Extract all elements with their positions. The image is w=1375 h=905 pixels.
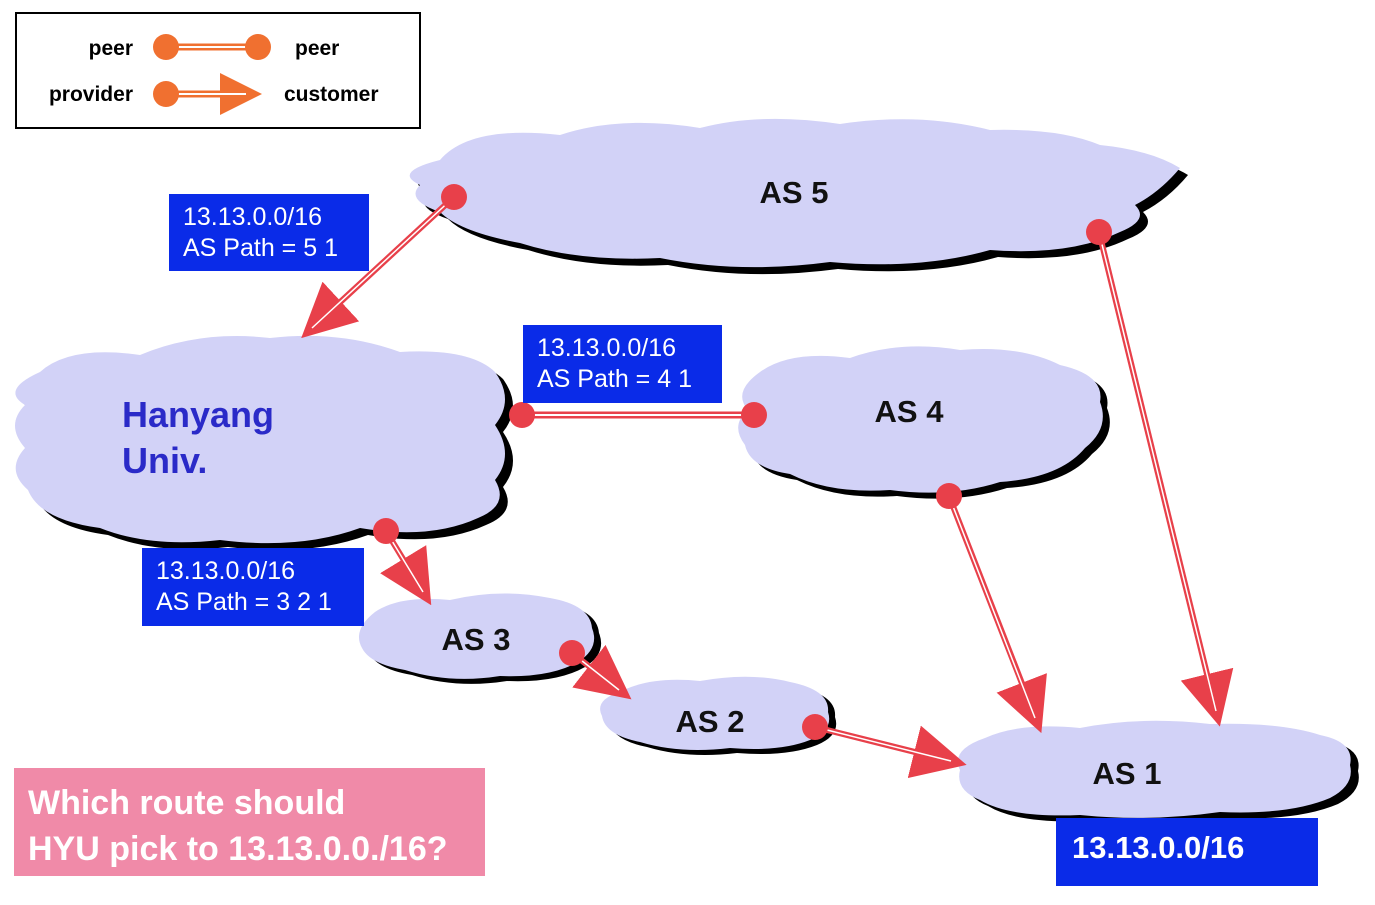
route-path: AS Path = 5 1 [183,234,338,262]
dot-as5-right [1086,219,1112,245]
dot-as5-left [441,184,467,210]
dot-as4-bottom [936,483,962,509]
question-box: Which route should HYU pick to 13.13.0.0… [14,768,485,876]
dot-hyu-bottom [373,518,399,544]
cloud-as3 [358,593,602,684]
label-as3: AS 3 [442,622,511,657]
route-prefix: 13.13.0.0/16 [156,557,296,585]
cloud-as2 [600,676,837,755]
route-prefix: 13.13.0.0/16 [183,203,323,231]
cloud-hyu [15,335,513,551]
route-path: AS Path = 4 1 [537,365,692,393]
dot-as3-right [559,640,585,666]
origin-prefix-box: 13.13.0.0/16 [1056,818,1318,886]
legend-peer-dot-right [245,34,271,60]
label-as2: AS 2 [676,704,745,739]
legend: peer peer provider customer [15,12,421,129]
question-line-2: HYU pick to 13.13.0.0./16? [28,830,448,868]
route-prefix: 13.13.0.0/16 [537,334,677,362]
label-as4: AS 4 [875,394,945,429]
label-as1: AS 1 [1093,756,1162,791]
route-path: AS Path = 3 2 1 [156,588,332,616]
legend-provider: provider [49,83,133,106]
dot-hyu-right [509,402,535,428]
legend-peer-dot-left [153,34,179,60]
link-dots [373,184,1112,740]
legend-provider-dot [153,81,179,107]
legend-peer-right: peer [295,37,339,60]
cloud-as4 [738,346,1110,499]
links [301,194,1234,779]
question-line-1: Which route should [28,784,346,822]
dot-as4-left [741,402,767,428]
label-hyu-line2: Univ. [122,440,207,481]
dot-as2-right [802,714,828,740]
cloud-as5 [409,118,1188,275]
cloud-as1 [957,720,1359,824]
route-box-via-as3: 13.13.0.0/16 AS Path = 3 2 1 [142,548,364,626]
route-box-via-as4: 13.13.0.0/16 AS Path = 4 1 [523,325,722,403]
label-as5: AS 5 [760,175,829,210]
legend-peer-left: peer [89,37,133,60]
legend-customer: customer [284,83,379,106]
route-box-via-as5: 13.13.0.0/16 AS Path = 5 1 [169,194,369,271]
label-hyu-line1: Hanyang [122,394,274,435]
